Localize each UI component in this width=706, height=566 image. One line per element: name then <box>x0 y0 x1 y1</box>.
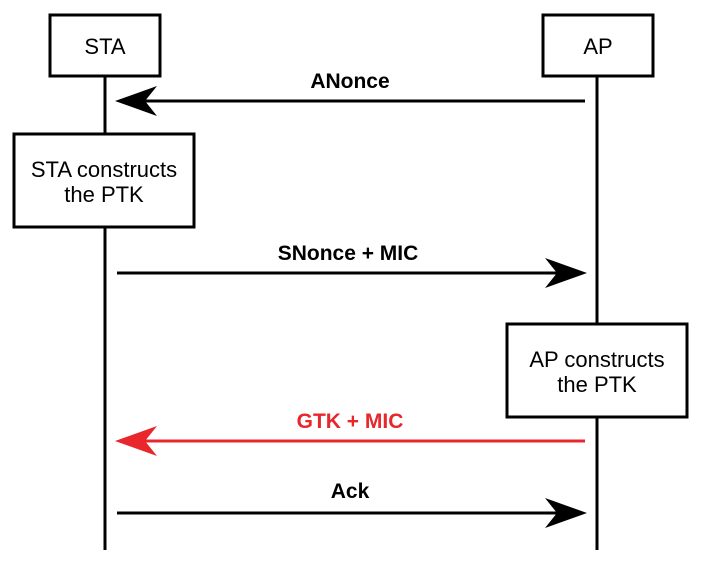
ap-note-line2: the PTK <box>557 372 637 397</box>
gtk-mic-message: GTK + MIC <box>115 410 585 456</box>
gtk-mic-label: GTK + MIC <box>297 410 404 433</box>
sta-participant: STA <box>48 13 162 78</box>
anonce-message: ANonce <box>115 70 585 116</box>
anonce-arrowhead <box>115 86 157 116</box>
ack-arrowhead <box>545 498 587 528</box>
sta-participant-label: STA <box>84 34 125 59</box>
ap-note-line1: AP constructs <box>529 347 664 372</box>
snonce-mic-label: SNonce + MIC <box>278 242 419 265</box>
ack-label: Ack <box>331 480 370 503</box>
sta-note-line1: STA constructs <box>31 157 177 182</box>
snonce-mic-message: SNonce + MIC <box>117 242 587 288</box>
snonce-arrowhead <box>545 258 587 288</box>
sta-constructs-ptk-note: STA constructs the PTK <box>12 132 196 229</box>
anonce-label: ANonce <box>310 70 389 93</box>
sta-note-line2: the PTK <box>64 182 144 207</box>
ack-message: Ack <box>117 480 587 528</box>
ap-participant: AP <box>541 13 655 78</box>
ap-participant-label: AP <box>583 34 612 59</box>
gtk-arrowhead <box>115 426 157 456</box>
ap-constructs-ptk-note: AP constructs the PTK <box>505 322 689 419</box>
